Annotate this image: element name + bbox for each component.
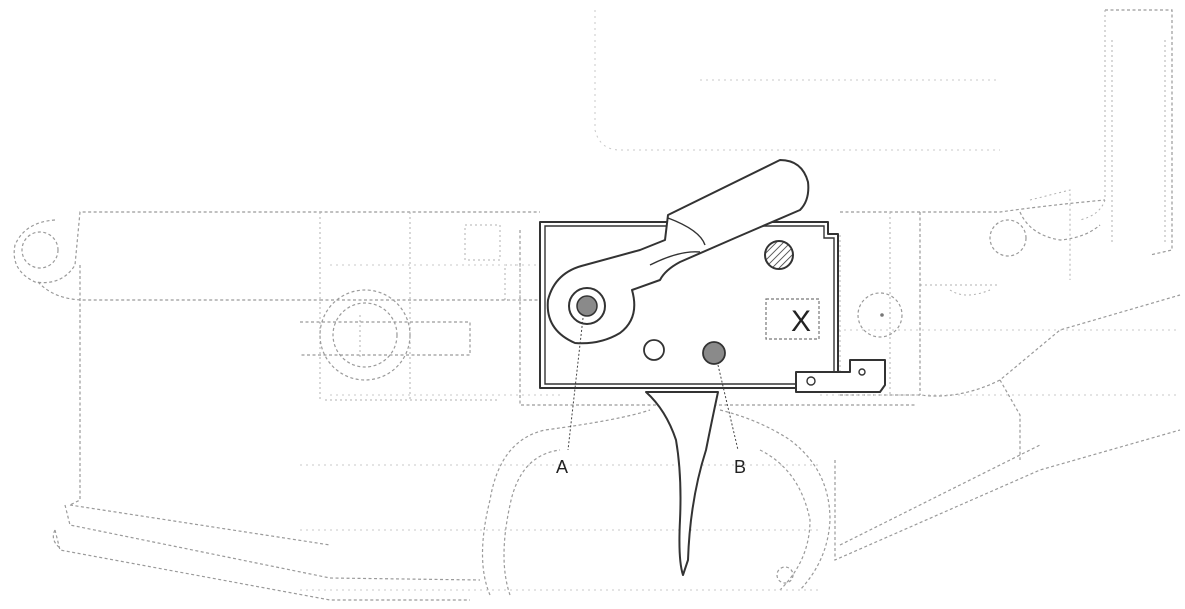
x-marker-box: X <box>765 298 820 340</box>
label-a: A <box>556 457 568 477</box>
leader-line-b <box>717 364 739 451</box>
receiver-pin-holes <box>21 219 1027 584</box>
hammer <box>546 159 810 345</box>
trigger-pin-b <box>702 341 726 365</box>
x-label: X <box>791 305 811 338</box>
trigger-blade <box>645 391 719 576</box>
lower-receiver-outline <box>13 9 1181 601</box>
open-pin-hole <box>643 339 665 361</box>
label-b: B <box>734 457 746 477</box>
safety-pin-hatched <box>764 240 794 270</box>
hammer-pin-a <box>568 287 606 325</box>
